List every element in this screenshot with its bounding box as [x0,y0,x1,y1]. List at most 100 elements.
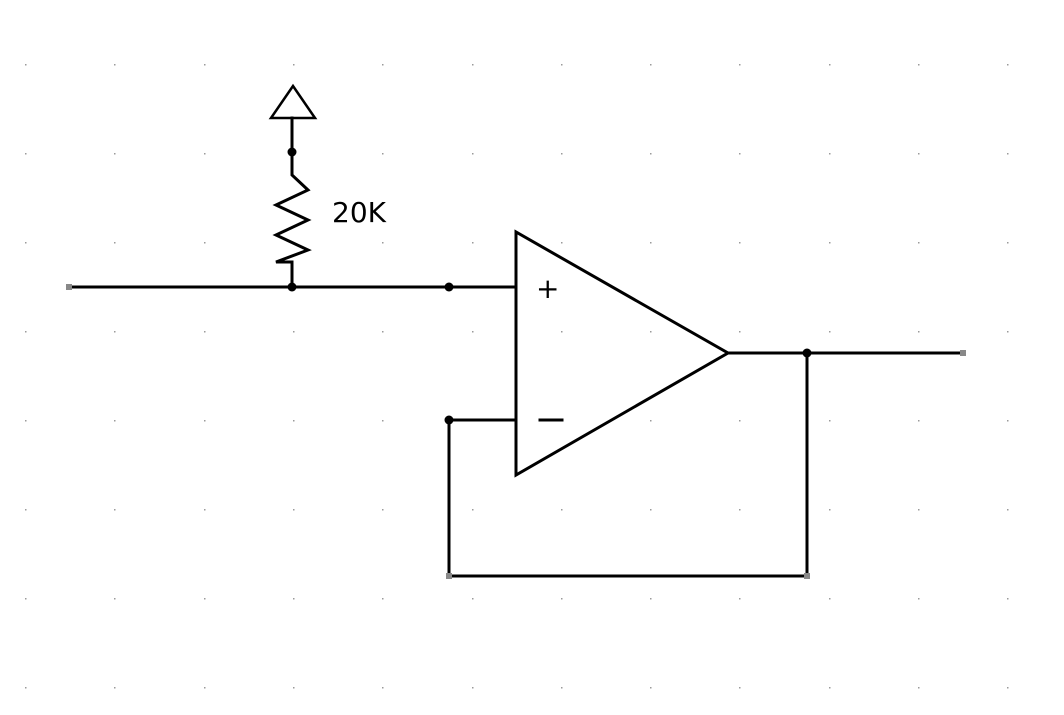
opamp-symbol [514,229,732,478]
input-pin [66,284,72,290]
grid-dot [472,687,474,689]
grid-dot [382,331,384,333]
grid-dot [829,331,831,333]
grid-dot [739,153,741,155]
grid-dot [293,509,295,511]
grid-dot [293,687,295,689]
grid-dot [561,598,563,600]
grid-dot [739,242,741,244]
grid-dot [204,153,206,155]
grid-dot [25,153,27,155]
grid-dot [114,331,116,333]
grid-dot [829,64,831,66]
grid-dot [204,687,206,689]
grid-dot [918,598,920,600]
grid-dot [650,331,652,333]
grid-dot [561,153,563,155]
grid-dot [650,242,652,244]
grid-dot [25,331,27,333]
grid-dot [739,420,741,422]
grid-dot [204,331,206,333]
grid-dot [204,598,206,600]
grid-dot [472,598,474,600]
grid-dot [382,153,384,155]
grid-dot [204,242,206,244]
grid-dot [25,509,27,511]
grid-dot [829,153,831,155]
grid-dot [829,509,831,511]
grid-dot [293,64,295,66]
grid-dot [918,242,920,244]
feedback-corner-right [804,573,810,579]
feedback-wire [447,351,809,578]
grid-dot [25,687,27,689]
grid-dot [561,687,563,689]
grid-dot [472,331,474,333]
power-supply-symbol [268,83,318,120]
junction-dot-noninverting [444,282,454,292]
grid-dot [918,509,920,511]
grid-dot [25,598,27,600]
opamp-plus-sign: + [536,272,559,305]
grid-dot [114,64,116,66]
grid-dot [829,687,831,689]
grid-dot [739,64,741,66]
grid-dot [918,153,920,155]
grid-dot [829,598,831,600]
grid-dot [918,331,920,333]
grid-dot [1007,64,1009,66]
grid-dot [382,420,384,422]
grid-dot [650,598,652,600]
output-pin [960,350,966,356]
grid-dot [829,420,831,422]
grid-dot [739,509,741,511]
grid-dot [114,242,116,244]
grid-dot [114,420,116,422]
grid-dot [561,64,563,66]
grid-dot [739,331,741,333]
grid-dot [472,64,474,66]
grid-dot [561,242,563,244]
grid-dot [561,509,563,511]
grid-dot [114,509,116,511]
grid-dot [114,687,116,689]
grid-dot [918,420,920,422]
grid-dot [204,64,206,66]
feedback-corner-left [446,573,452,579]
grid-dot [472,242,474,244]
grid-dot [1007,420,1009,422]
grid-dot [204,509,206,511]
grid-dot [25,64,27,66]
grid-dot [918,64,920,66]
grid-dot [382,598,384,600]
grid-dot [918,687,920,689]
grid-dot [293,420,295,422]
grid-dot [1007,331,1009,333]
grid-dot [114,598,116,600]
grid-dot [1007,242,1009,244]
grid-dot [382,242,384,244]
junction-dot-resistor [287,282,297,292]
grid-dot [1007,598,1009,600]
grid-dot [472,153,474,155]
grid-dot [25,242,27,244]
grid-dot [739,598,741,600]
grid-dot [382,687,384,689]
junction-dot-inverting [444,415,454,425]
resistor [272,150,312,289]
grid-dot [25,420,27,422]
resistor-value-label: 20K [332,196,387,229]
grid-dot [293,598,295,600]
grid-dot [382,509,384,511]
grid-dot [561,331,563,333]
grid-dot [1007,687,1009,689]
grid-dot [650,420,652,422]
grid-dot [739,687,741,689]
grid-dot [650,687,652,689]
grid-dot [204,420,206,422]
grid-dot [382,64,384,66]
grid-dot [114,153,116,155]
grid-dot [650,153,652,155]
grid-dot [650,64,652,66]
